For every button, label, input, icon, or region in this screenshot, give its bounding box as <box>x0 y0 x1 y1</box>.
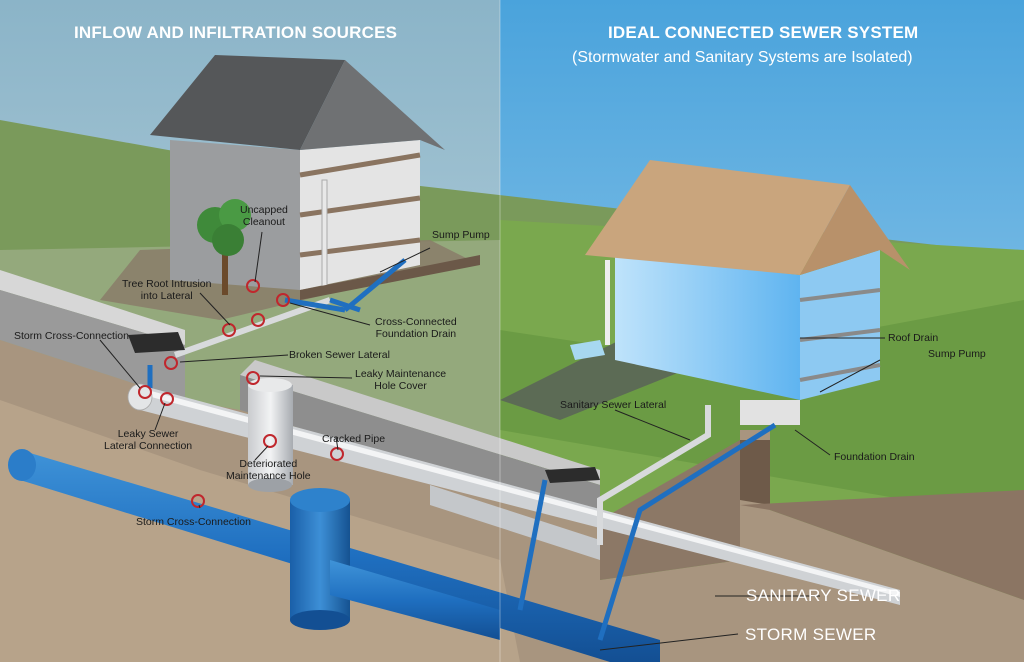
label-deteriorated-line1: Deteriorated <box>239 458 298 470</box>
label-leaky-lateral-line1: Leaky Sewer <box>117 428 179 440</box>
label-tree-root-line1: Tree Root Intrusion <box>122 278 212 290</box>
label-sump-pump-right: Sump Pump <box>928 348 986 360</box>
label-roof-drain: Roof Drain <box>888 332 939 344</box>
label-cross-connected-line1: Cross-Connected <box>375 316 457 328</box>
label-cross-connected-line2: Foundation Drain <box>375 328 457 340</box>
label-tree-root: Tree Root Intrusion into Lateral <box>122 278 212 302</box>
label-sanitary-lateral: Sanitary Sewer Lateral <box>560 399 667 411</box>
label-cracked-pipe: Cracked Pipe <box>322 433 386 445</box>
label-uncapped-cleanout-line1: Uncapped <box>240 204 288 216</box>
right-heading: IDEAL CONNECTED SEWER SYSTEM <box>608 23 919 42</box>
label-uncapped-cleanout: Uncapped Cleanout <box>240 204 288 228</box>
label-foundation-drain: Foundation Drain <box>834 451 915 463</box>
right-subheading: (Stormwater and Sanitary Systems are Iso… <box>572 49 913 66</box>
label-sanitary-sewer: SANITARY SEWER <box>746 586 901 605</box>
label-storm-sewer: STORM SEWER <box>745 625 877 644</box>
label-leaky-lateral: Leaky Sewer Lateral Connection <box>104 428 192 452</box>
label-sump-pump-left: Sump Pump <box>432 229 490 241</box>
label-deteriorated: Deteriorated Maintenance Hole <box>226 458 311 482</box>
label-uncapped-cleanout-line2: Cleanout <box>242 216 285 228</box>
label-broken-lateral: Broken Sewer Lateral <box>289 349 390 361</box>
label-leaky-lateral-line2: Lateral Connection <box>104 440 193 452</box>
label-storm-cross-bottom: Storm Cross-Connection <box>136 516 251 528</box>
label-leaky-cover-line2: Hole Cover <box>374 380 427 392</box>
left-heading: INFLOW AND INFILTRATION SOURCES <box>74 23 398 42</box>
label-storm-cross-top: Storm Cross-Connection <box>14 330 129 342</box>
label-cross-connected: Cross-Connected Foundation Drain <box>375 316 457 340</box>
label-leaky-cover: Leaky Maintenance Hole Cover <box>355 368 446 392</box>
label-leaky-cover-line1: Leaky Maintenance <box>355 368 447 380</box>
label-deteriorated-line2: Maintenance Hole <box>226 470 311 482</box>
label-tree-root-line2: into Lateral <box>140 290 193 302</box>
